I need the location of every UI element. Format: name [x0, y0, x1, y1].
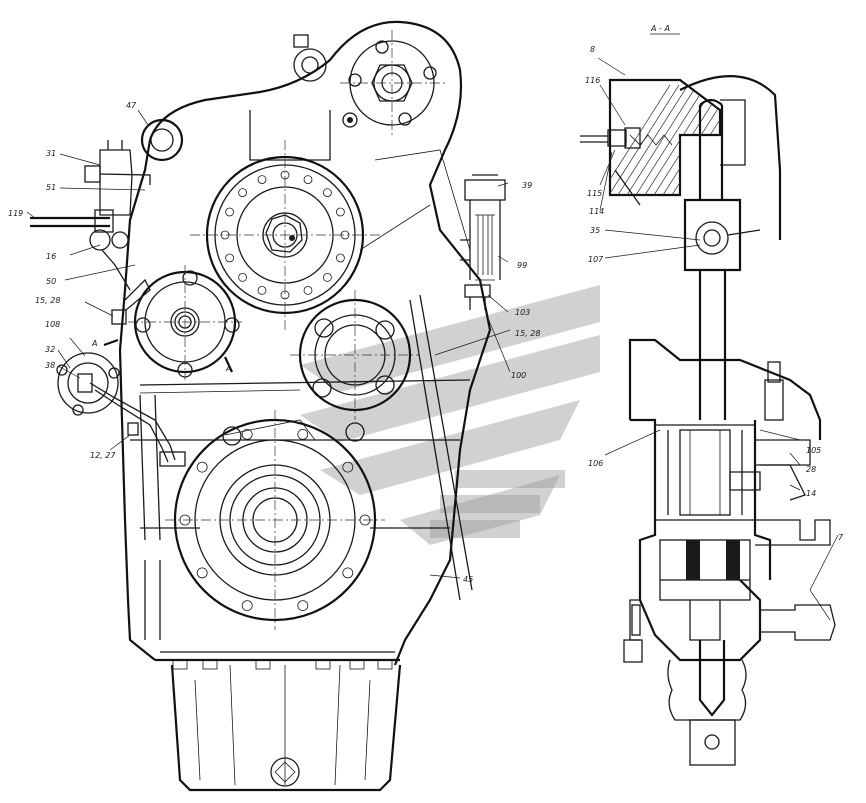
- callout-51: 51: [46, 183, 56, 192]
- flange-bolt: [196, 461, 208, 473]
- callout-107: 107: [588, 255, 604, 264]
- flange-bolt: [225, 207, 235, 217]
- hatch-line: [617, 84, 689, 195]
- callout-28-right: 28: [806, 465, 816, 474]
- callout-116: 116: [585, 76, 600, 85]
- callout-7: 7: [838, 533, 844, 542]
- hatch-line: [653, 84, 720, 195]
- section-mark-left: А: [91, 339, 97, 348]
- callout-labels: А - А А А 8 116 115 114 35 107 105 28 14…: [8, 24, 844, 584]
- flange-bolt: [303, 285, 313, 295]
- callout-103: 103: [515, 308, 530, 317]
- flange-bolt: [241, 428, 253, 440]
- flange-bolt: [280, 290, 290, 300]
- flange-bolt: [297, 600, 309, 611]
- flange-bolt: [335, 207, 345, 217]
- callout-39: 39: [522, 181, 532, 190]
- callout-14: 14: [806, 489, 816, 498]
- flange-bolt: [342, 461, 354, 473]
- flange-bolt: [322, 188, 332, 198]
- callout-32: 32: [45, 345, 55, 354]
- flange-bolt: [342, 567, 354, 579]
- flange-bolt: [225, 253, 235, 263]
- callout-47: 47: [126, 101, 137, 110]
- flange-bolt: [340, 230, 350, 240]
- section-title: А - А: [650, 24, 670, 33]
- callout-38: 38: [45, 361, 55, 370]
- callout-8: 8: [590, 45, 595, 54]
- callout-31: 31: [46, 149, 56, 158]
- callout-100: 100: [511, 371, 526, 380]
- flange-bolt: [179, 514, 191, 526]
- callout-45: 45: [463, 575, 473, 584]
- callout-15-28-left: 15, 28: [35, 296, 60, 305]
- hatch-line: [626, 84, 698, 195]
- flange-bolt: [238, 188, 248, 198]
- flange-bolt: [335, 253, 345, 263]
- watermark-logo: [300, 285, 600, 545]
- callout-16: 16: [46, 252, 56, 261]
- flange-bolt: [297, 428, 309, 440]
- callout-50: 50: [46, 277, 56, 286]
- callout-114: 114: [589, 207, 604, 216]
- flange-bolt: [257, 175, 267, 185]
- callout-12-27: 12, 27: [90, 451, 116, 460]
- callout-106: 106: [588, 459, 603, 468]
- flange-bolt: [196, 567, 208, 579]
- flange-bolt: [238, 272, 248, 282]
- section-mark-right: А: [225, 364, 231, 373]
- flange-bolt: [241, 600, 253, 611]
- callout-105: 105: [806, 446, 821, 455]
- flange-bolt: [359, 514, 371, 526]
- callout-115: 115: [587, 189, 602, 198]
- flange-bolt: [220, 230, 230, 240]
- callout-15-28-right: 15, 28: [515, 329, 540, 338]
- flange-bolt: [322, 272, 332, 282]
- flange-bolt: [280, 170, 290, 180]
- callout-108: 108: [45, 320, 60, 329]
- gearbox-housing: [30, 20, 506, 792]
- hatch-line: [635, 84, 707, 195]
- flange-bolt: [257, 285, 267, 295]
- callout-99: 99: [517, 261, 527, 270]
- section-a-a: [580, 33, 839, 766]
- callout-119: 119: [8, 209, 23, 218]
- leader-lines-left: [26, 109, 511, 579]
- callout-35: 35: [590, 226, 600, 235]
- flange-bolt: [303, 175, 313, 185]
